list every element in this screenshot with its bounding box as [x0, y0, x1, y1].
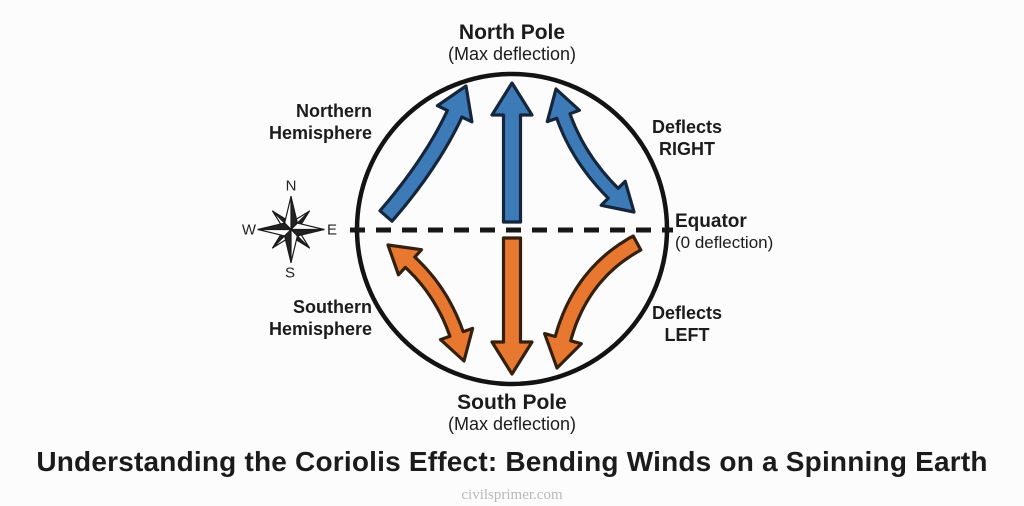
- north-pole-subtitle: (Max deflection): [447, 44, 577, 65]
- compass-rose-icon: [257, 195, 325, 264]
- compass-s-label: S: [284, 264, 296, 282]
- watermark: civilsprimer.com: [461, 487, 563, 503]
- south-pole-subtitle: (Max deflection): [447, 414, 577, 435]
- compass-n-label: N: [285, 177, 297, 195]
- north-pole-label: North Pole (Max deflection): [448, 21, 576, 65]
- compass-w-label: W: [241, 221, 257, 239]
- wind-arrow-north-mid: [490, 81, 534, 224]
- equator-label: Equator (0 deflection): [675, 211, 774, 253]
- deflects-right-label: Deflects RIGHT: [651, 117, 723, 159]
- equator-title: Equator: [675, 211, 747, 232]
- south-pole-title: South Pole: [457, 391, 567, 414]
- wind-arrow-south-mid: [490, 236, 534, 376]
- wind-arrow-north-left: [378, 84, 474, 223]
- wind-arrow-south-left: [386, 243, 475, 363]
- south-pole-label: South Pole (Max deflection): [448, 391, 576, 435]
- equator-subtitle: (0 deflection): [675, 232, 774, 252]
- page-title: Understanding the Coriolis Effect: Bendi…: [36, 446, 988, 477]
- wind-arrow-north-right: [545, 87, 636, 214]
- northern-hemisphere-label: Northern Hemisphere: [268, 101, 372, 143]
- wind-arrow-south-right: [543, 234, 643, 370]
- southern-hemisphere-label: Southern Hemisphere: [268, 297, 372, 339]
- north-pole-title: North Pole: [458, 21, 566, 44]
- compass-e-label: E: [326, 221, 338, 239]
- deflects-left-label: Deflects LEFT: [651, 303, 723, 345]
